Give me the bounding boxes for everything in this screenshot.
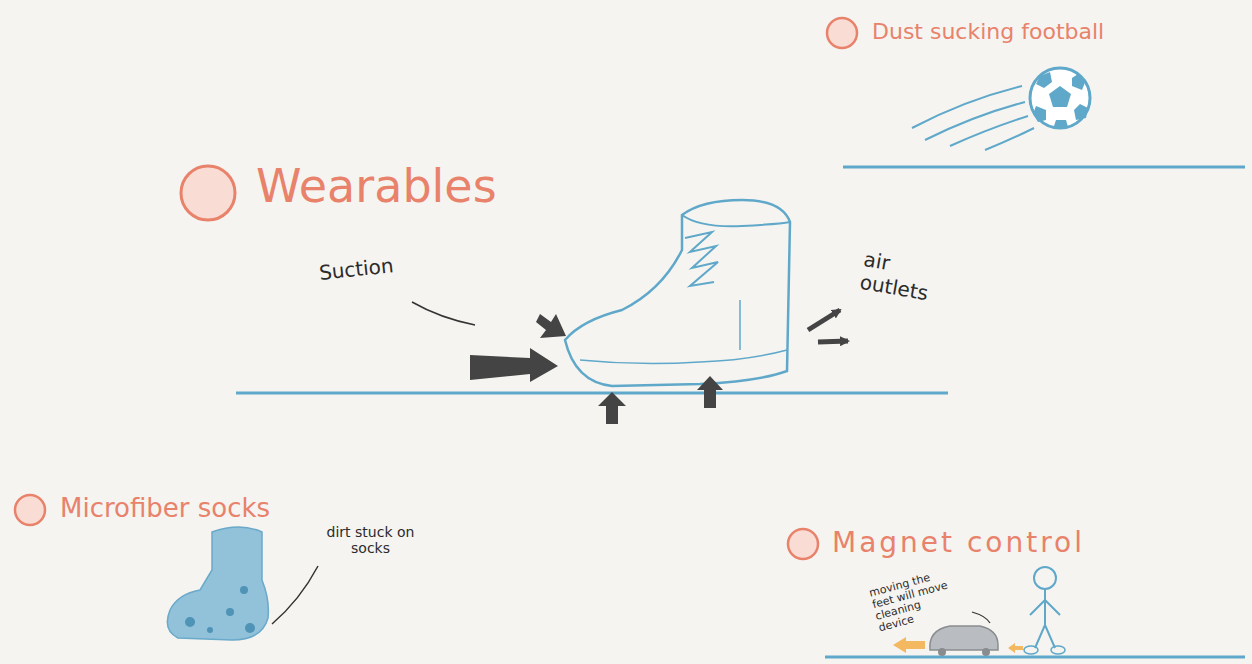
dirt-speck xyxy=(185,617,195,627)
ground-line xyxy=(843,166,1245,169)
suction-arrow xyxy=(536,314,566,338)
device-wheel xyxy=(938,648,946,656)
leader-line xyxy=(272,566,318,624)
motion-arrow xyxy=(1008,643,1023,653)
heading-bullet xyxy=(181,166,235,220)
boot-collar xyxy=(682,215,790,226)
section-heading: Dust sucking football xyxy=(872,19,1104,44)
leader-line xyxy=(412,302,475,325)
section-heading: Magnet control xyxy=(832,527,1085,559)
boot-sole-line xyxy=(580,350,787,364)
outlet-arrow xyxy=(818,341,848,342)
stick-figure-head xyxy=(1034,567,1056,589)
annotation: Suction xyxy=(318,254,395,285)
annotation: moving the feet will move cleaning devic… xyxy=(868,566,963,635)
suction-arrow xyxy=(598,392,626,424)
boot-laces xyxy=(685,232,718,286)
dirt-speck xyxy=(240,586,248,594)
football-patch xyxy=(1054,120,1068,129)
heading-bullet xyxy=(15,495,45,525)
stick-figure-body xyxy=(1030,589,1060,648)
annotation: air outlets xyxy=(858,248,955,309)
football-patch xyxy=(1074,104,1088,120)
annotation: dirt stuck on socks xyxy=(318,524,423,556)
football-patch xyxy=(1049,86,1071,107)
dirt-speck xyxy=(245,623,255,633)
magnet-shoe xyxy=(1051,646,1065,654)
microfiber-sock xyxy=(167,527,268,640)
dirt-speck xyxy=(226,608,234,616)
heading-bullet xyxy=(827,18,857,48)
suction-arrow xyxy=(697,376,723,408)
dirt-speck xyxy=(207,627,213,633)
motion-arrow xyxy=(893,637,925,653)
football-patch xyxy=(1036,72,1052,88)
cleaning-device xyxy=(930,626,998,650)
football-patch xyxy=(1033,106,1046,122)
section-heading: Wearables xyxy=(256,160,497,213)
ground-line xyxy=(825,656,1245,659)
football-patch xyxy=(1072,74,1086,90)
boot-outline xyxy=(565,200,790,386)
heading-bullet xyxy=(788,529,818,559)
motion-line xyxy=(985,128,1034,150)
magnet-shoe xyxy=(1024,646,1038,654)
motion-line xyxy=(950,116,1028,146)
suction-arrow xyxy=(470,348,558,382)
leader-line xyxy=(972,612,990,623)
ground-line xyxy=(236,392,948,395)
outlet-arrow xyxy=(808,310,840,330)
football xyxy=(1030,68,1090,128)
device-wheel xyxy=(982,648,990,656)
section-heading: Microfiber socks xyxy=(60,494,270,524)
boot-seam xyxy=(739,300,741,350)
